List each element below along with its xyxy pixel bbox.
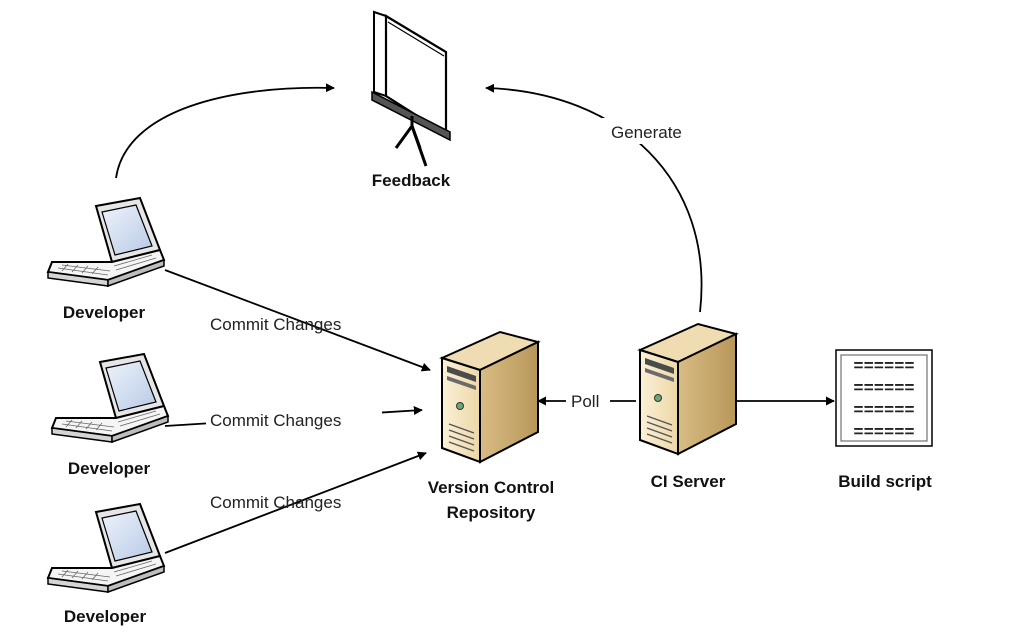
- build-script-line-4: ======: [853, 424, 914, 443]
- developer-label-1: Developer: [63, 303, 146, 322]
- laptop-icon: [47, 197, 165, 287]
- build-script-line-1: ======: [853, 358, 914, 377]
- server-icon: [441, 331, 539, 463]
- vcs-label-line1: Version Control: [428, 478, 555, 497]
- developer-node-1: Developer: [47, 197, 165, 322]
- edge-generate-feedback: [485, 83, 703, 313]
- developer-label-2: Developer: [68, 459, 151, 478]
- vcs-label-line2: Repository: [447, 503, 536, 522]
- developer-node-3: Developer: [47, 503, 165, 626]
- edge-commit-1: [164, 269, 431, 372]
- laptop-icon: [51, 353, 169, 443]
- poll-label: Poll: [571, 392, 599, 411]
- commit-label-3: Commit Changes: [210, 493, 341, 512]
- edge-commit-3: [164, 451, 427, 554]
- server-icon: [639, 323, 737, 455]
- ci-server-label: CI Server: [651, 472, 726, 491]
- feedback-node: Feedback: [371, 10, 451, 190]
- feedback-label: Feedback: [372, 171, 451, 190]
- document-icon: ====== ====== ====== ======: [835, 349, 933, 447]
- edge-developer-to-feedback: [115, 83, 335, 179]
- generate-label: Generate: [611, 123, 682, 142]
- projection-screen-icon: [371, 10, 451, 167]
- ci-server-node: CI Server: [639, 323, 737, 491]
- build-script-label: Build script: [838, 472, 932, 491]
- commit-label-1: Commit Changes: [210, 315, 341, 334]
- vcs-node: Version Control Repository: [428, 331, 555, 522]
- commit-label-2: Commit Changes: [210, 411, 341, 430]
- developer-node-2: Developer: [51, 353, 169, 478]
- laptop-icon: [47, 503, 165, 593]
- build-script-line-2: ======: [853, 380, 914, 399]
- build-script-line-3: ======: [853, 402, 914, 421]
- developer-label-3: Developer: [64, 607, 147, 626]
- build-script-node: ====== ====== ====== ====== Build script: [835, 349, 933, 491]
